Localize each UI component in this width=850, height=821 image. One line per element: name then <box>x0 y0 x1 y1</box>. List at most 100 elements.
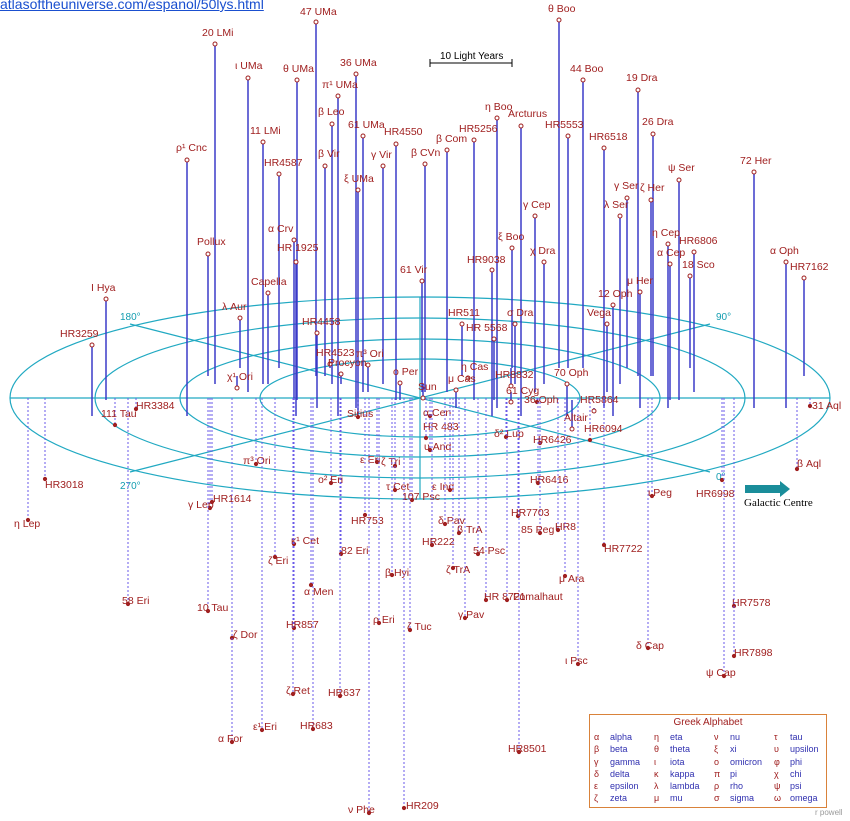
star-marker: HR 5568 <box>466 322 508 400</box>
legend-symbol: β <box>594 744 600 755</box>
star-marker: ε Ind <box>432 398 454 493</box>
star-dot <box>25 517 31 523</box>
star-label: α Men <box>304 586 334 598</box>
star-dot <box>447 487 453 493</box>
star-label: 31 Aql <box>812 400 841 412</box>
star-marker: Sun <box>418 381 437 401</box>
star-label: ξ UMa <box>344 173 374 185</box>
star-marker: μ Her <box>627 275 653 408</box>
star-marker: 44 Boo <box>570 63 603 368</box>
source-url-link[interactable]: atlasoftheuniverse.com/espanol/50lys.htm… <box>0 0 264 12</box>
star-marker: HR857 <box>286 398 319 631</box>
star-dot <box>442 521 448 527</box>
star-marker: HR683 <box>300 398 333 732</box>
legend-symbol: ε <box>594 781 599 792</box>
star-label: λ Aur <box>222 301 247 313</box>
star-marker: HR5256 <box>459 123 498 400</box>
star-label: 61 Cyg <box>506 385 539 397</box>
star-dot <box>360 133 366 139</box>
legend-name: rho <box>730 781 744 792</box>
star-marker: α Crv <box>268 223 297 400</box>
star-label: β Leo <box>318 106 345 118</box>
star-dot <box>564 381 570 387</box>
star-dot <box>503 434 509 440</box>
star-marker: 31 Aql <box>807 398 841 412</box>
star-label: 10 Tau <box>197 602 228 614</box>
star-label: I Hya <box>91 282 116 294</box>
star-dot <box>450 565 456 571</box>
star-dot <box>103 296 109 302</box>
star-marker: ρ¹ Cnc <box>176 142 207 416</box>
star-marker: ζ Tri <box>381 398 400 469</box>
star-marker: ξ Boo <box>498 231 524 368</box>
legend-name: psi <box>790 781 802 792</box>
star-label: HR4587 <box>264 157 303 169</box>
star-dot <box>338 371 344 377</box>
star-marker: HR7162 <box>790 261 829 376</box>
star-label: HR209 <box>406 800 439 812</box>
star-label: β Hyi <box>385 567 409 579</box>
star-marker: 18 Sco <box>682 259 715 368</box>
star-label: σ Dra <box>507 307 533 319</box>
star-label: Sirius <box>347 408 373 420</box>
star-marker: HR4550 <box>384 126 423 400</box>
star-label: ξ Boo <box>498 231 524 243</box>
star-dot <box>587 437 593 443</box>
star-dot <box>518 123 524 129</box>
star-label: ο Per <box>393 366 419 378</box>
star-dot <box>392 487 398 493</box>
star-marker: λ Ser <box>604 199 629 384</box>
star-dot <box>691 249 697 255</box>
star-dot <box>401 805 407 811</box>
legend-symbol: σ <box>714 793 720 804</box>
star-dot <box>731 653 737 659</box>
scale-bar: 10 Light Years <box>429 51 513 67</box>
star-marker: η Boo <box>485 101 513 408</box>
star-marker: α Cep <box>657 247 685 400</box>
star-label: HR6094 <box>584 423 623 435</box>
star-dot <box>329 121 335 127</box>
star-label: ζ Eri <box>268 555 288 567</box>
star-marker: 10 Tau <box>197 398 228 614</box>
star-label: π¹ UMa <box>322 79 358 91</box>
star-marker: α Men <box>304 398 334 598</box>
star-label: HR5553 <box>545 119 584 131</box>
star-dot <box>259 727 265 733</box>
star-label: ζ TrA <box>446 564 470 576</box>
star-marker: γ Cep <box>523 199 551 392</box>
star-label: κ¹ Cet <box>291 535 319 547</box>
star-marker: 26 Dra <box>642 116 674 376</box>
star-label: HR6806 <box>679 235 718 247</box>
star-dot <box>184 157 190 163</box>
star-label: HR637 <box>328 687 361 699</box>
star-label: HR8832 <box>495 369 534 381</box>
star-dot <box>328 480 334 486</box>
star-marker: HR6806 <box>679 235 718 392</box>
star-label: Fomalhaut <box>513 591 563 603</box>
star-dot <box>234 385 240 391</box>
star-dot <box>471 137 477 143</box>
star-dot <box>322 163 328 169</box>
star-label: HR5256 <box>459 123 498 135</box>
star-label: 70 Oph <box>554 367 589 379</box>
star-dot <box>509 245 515 251</box>
star-dot <box>353 71 359 77</box>
star-dot <box>355 187 361 193</box>
star-marker: ζ Eri <box>268 398 288 567</box>
star-marker: γ Vir <box>371 149 392 384</box>
star-label: HR683 <box>300 720 333 732</box>
star-label: HR7578 <box>732 597 771 609</box>
star-dot <box>456 530 462 536</box>
star-marker: μ Cas <box>448 373 476 408</box>
star-marker: HR4587 <box>264 157 303 368</box>
star-label: ε¹ Eri <box>253 721 277 733</box>
star-dot <box>444 147 450 153</box>
